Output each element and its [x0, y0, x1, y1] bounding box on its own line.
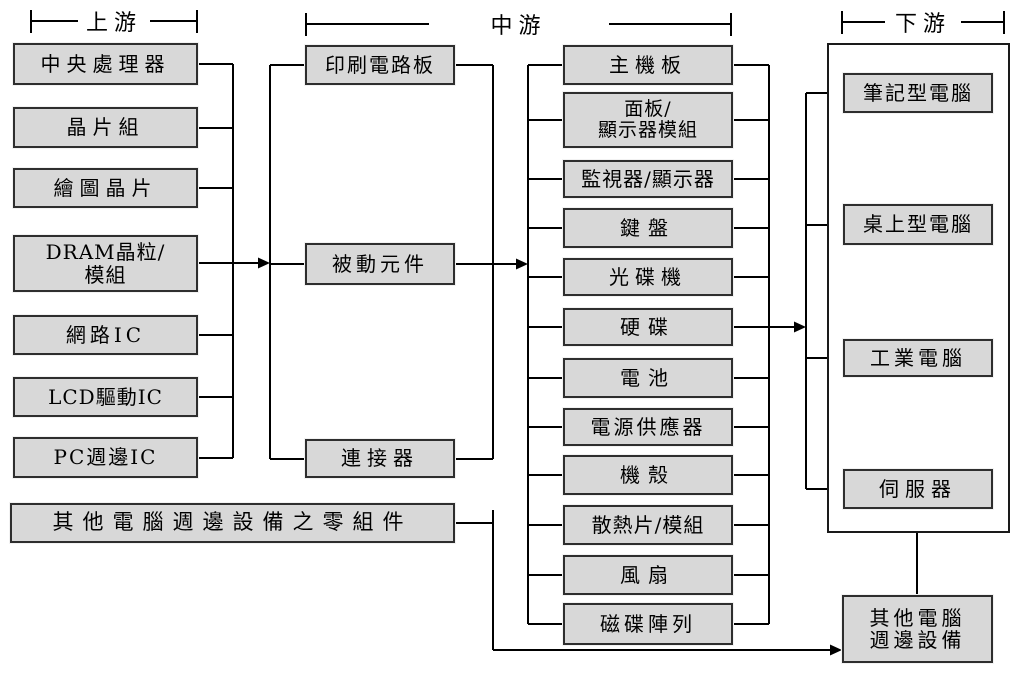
upstream-section-header: 上游 — [30, 7, 199, 36]
bracket-tick — [305, 12, 307, 36]
midstream-section-header: 中游 — [305, 10, 733, 39]
node-notebook-pc: 筆記型電腦 — [843, 73, 993, 113]
node-other-components: 其他電腦週邊設備之零組件 — [10, 503, 455, 543]
bracket-tick — [730, 12, 733, 36]
node-dram: DRAM晶粒/ 模組 — [13, 235, 198, 292]
bracket-line — [32, 20, 78, 22]
node-battery: 電池 — [563, 358, 733, 398]
node-graphics-chip: 繪圖晶片 — [13, 168, 198, 208]
bracket-tick — [841, 10, 843, 34]
bracket-tick — [1003, 10, 1006, 34]
node-keyboard: 鍵盤 — [563, 208, 733, 248]
node-pc-peripheral-ic: PC週邊IC — [13, 437, 198, 478]
node-cpu: 中央處理器 — [13, 43, 198, 85]
bracket-line — [843, 21, 885, 23]
node-optical-drive: 光碟機 — [563, 258, 733, 296]
node-chipset: 晶片組 — [13, 107, 198, 148]
node-connector: 連接器 — [305, 439, 455, 478]
upstream-label: 上游 — [86, 11, 143, 36]
node-fan: 風扇 — [563, 555, 733, 595]
node-panel-display-module: 面板/ 顯示器模組 — [563, 92, 733, 148]
node-power-supply: 電源供應器 — [563, 408, 733, 446]
node-pcb: 印刷電路板 — [305, 45, 455, 85]
node-industrial-pc: 工業電腦 — [843, 339, 993, 377]
bracket-line — [150, 20, 197, 22]
bracket-tick — [196, 9, 199, 33]
bracket-line — [608, 23, 731, 25]
node-hard-disk: 硬碟 — [563, 308, 733, 346]
node-lcd-driver-ic: LCD驅動IC — [13, 377, 198, 417]
bracket-tick — [30, 9, 32, 33]
midstream-label: 中游 — [490, 14, 547, 39]
node-other-peripherals: 其他電腦 週邊設備 — [842, 595, 993, 663]
bracket-line — [307, 23, 429, 25]
node-desktop-pc: 桌上型電腦 — [843, 204, 993, 245]
node-passive-components: 被動元件 — [305, 243, 455, 285]
downstream-label: 下游 — [895, 12, 952, 37]
node-monitor-display: 監視器/顯示器 — [563, 160, 733, 198]
bracket-line — [961, 21, 1004, 23]
node-network-ic: 網路IC — [13, 315, 198, 355]
node-heatsink-module: 散熱片/模組 — [563, 505, 733, 545]
downstream-group-box — [827, 43, 1010, 533]
downstream-section-header: 下游 — [841, 8, 1006, 37]
node-server: 伺服器 — [843, 469, 993, 509]
node-chassis: 機殼 — [563, 455, 733, 495]
node-disk-array: 磁碟陣列 — [563, 603, 733, 645]
node-mainboard: 主機板 — [563, 45, 733, 85]
